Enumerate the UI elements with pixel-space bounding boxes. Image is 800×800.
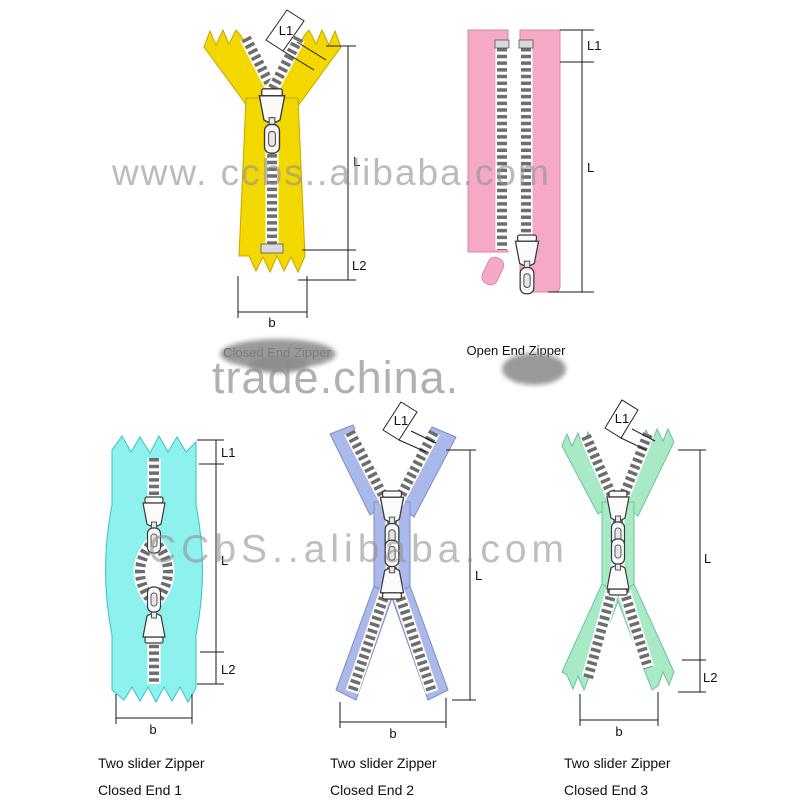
- l1-tag: [604, 399, 639, 439]
- dim-label-l: L: [704, 551, 711, 566]
- caption-two-slider-2: Two slider Zipper Closed End 2: [330, 750, 480, 800]
- teeth-path: [345, 429, 393, 508]
- teeth-path: [617, 432, 653, 502]
- dimension-lines: L1 L L2 b: [237, 9, 366, 330]
- caption-line2: Closed End 2: [330, 782, 415, 798]
- dim-label-b: b: [149, 722, 156, 737]
- open-end-zipper: L1 L: [467, 29, 601, 295]
- dim-label-l: L: [353, 154, 360, 169]
- dim-label-l2: L2: [352, 258, 366, 273]
- dim-label-l1: L1: [615, 411, 629, 426]
- dim-label-l1: L1: [394, 413, 408, 428]
- caption-line1: Two slider Zipper: [564, 755, 671, 771]
- dim-label-b: b: [268, 315, 275, 330]
- dim-line: [410, 430, 437, 444]
- dim-label-b: b: [615, 724, 622, 739]
- dim-line: [296, 41, 327, 61]
- l1-tag: [382, 401, 418, 441]
- dim-label-l1: L1: [587, 38, 601, 53]
- teeth-path: [581, 433, 619, 503]
- smudge-blob: [248, 357, 308, 373]
- dimension-lines: L1 L: [548, 29, 601, 293]
- closed-end-zipper: L1 L L2 b: [203, 9, 366, 330]
- zipper-teeth: [494, 39, 534, 250]
- teeth-path: [347, 583, 393, 694]
- watermark-top: www. ccbs..alibaba.com: [112, 152, 551, 193]
- dim-label-l: L: [587, 160, 594, 175]
- smudge-blob: [502, 353, 566, 385]
- top-stop: [494, 39, 510, 49]
- dim-label-b: b: [389, 726, 396, 741]
- teeth-path: [391, 429, 439, 508]
- dim-label-l1: L1: [279, 23, 293, 38]
- teeth-path: [264, 35, 304, 99]
- two-slider-zipper-1: L1 L L2 b: [105, 434, 235, 737]
- caption-line1: Two slider Zipper: [330, 755, 437, 771]
- two-slider-zipper-3: L1 L L2 b: [561, 399, 717, 739]
- dim-label-l2: L2: [221, 662, 235, 677]
- dimension-lines: L1 L L2 b: [579, 399, 717, 739]
- dimension-lines: L1 L L2 b: [115, 439, 235, 737]
- two-slider-zipper-2: L1 L b: [329, 401, 482, 741]
- caption-line2: Closed End 1: [98, 782, 183, 798]
- bottom-stop: [260, 243, 284, 254]
- teeth-path: [583, 582, 619, 680]
- watermark-bottom: CCbS..alibaba.com: [148, 528, 569, 571]
- dim-label-l: L: [221, 553, 228, 568]
- dim-line: [282, 50, 315, 71]
- dim-line: [631, 428, 656, 442]
- teeth-path: [617, 582, 653, 670]
- caption-two-slider-1: Two slider Zipper Closed End 1: [98, 750, 248, 800]
- dim-label-l: L: [475, 568, 482, 583]
- top-stop: [518, 39, 534, 49]
- dim-label-l1: L1: [221, 445, 235, 460]
- dim-label-l2: L2: [703, 670, 717, 685]
- dim-line: [398, 439, 427, 453]
- teeth-path: [391, 583, 437, 694]
- tape-left-pin: [481, 256, 505, 286]
- l1-tag: [265, 9, 305, 52]
- caption-two-slider-3: Two slider Zipper Closed End 3: [564, 750, 714, 800]
- dimension-lines: L1 L b: [339, 401, 482, 741]
- dim-line: [620, 437, 647, 451]
- caption-line1: Two slider Zipper: [98, 755, 205, 771]
- caption-line2: Closed End 3: [564, 782, 649, 798]
